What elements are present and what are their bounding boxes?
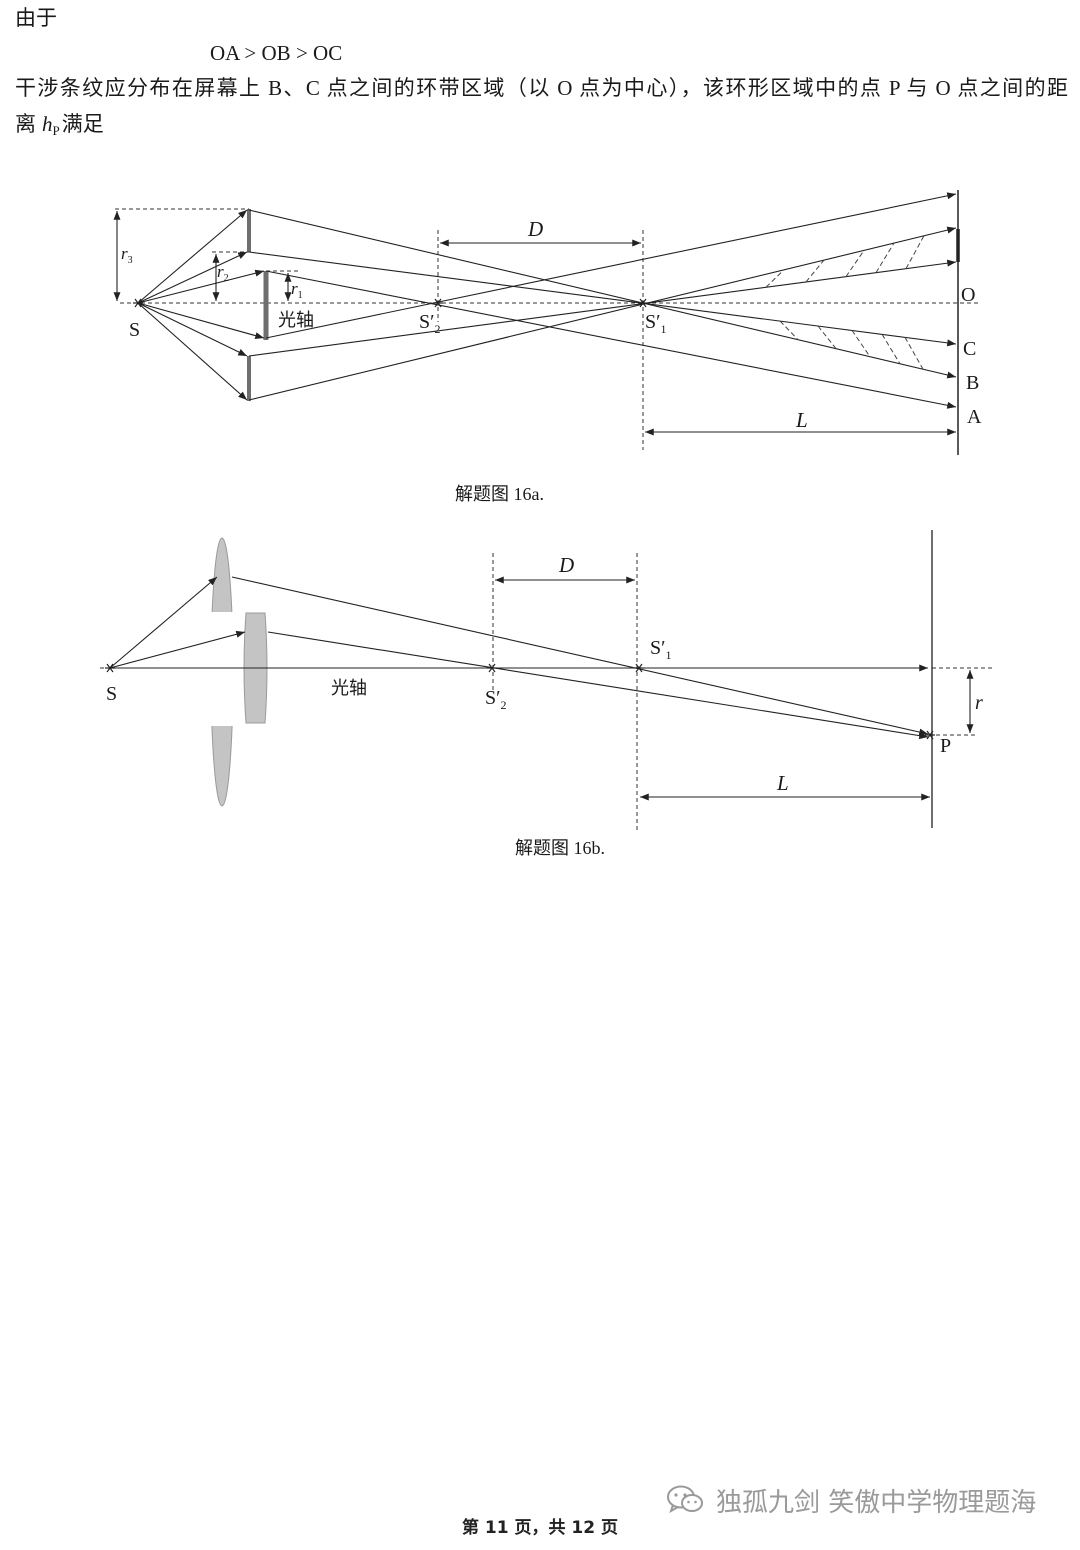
refracted-ray-to-B (248, 209, 957, 379)
image-s1-point-mark (638, 298, 648, 308)
label-image-s1-sub: 1 (666, 648, 672, 662)
label-image-s2: S′2 (485, 687, 507, 712)
refracted-ray (248, 226, 957, 401)
label-image-s1-base: S′ (645, 311, 661, 333)
label-image-s2-sub: 2 (435, 322, 441, 336)
hatch-line (881, 334, 901, 365)
watermark: 独孤九剑 笑傲中学物理题海 (666, 1482, 1036, 1518)
line4-suffix: 满足 (61, 112, 104, 136)
incident-ray (137, 209, 248, 304)
label-point-O: O (961, 284, 975, 306)
incident-ray-outer (109, 576, 218, 669)
figure-16a: S 光轴 r3 r2 r1 D S′2 S′1 L O C B A (113, 190, 982, 455)
image-s2-point-mark (487, 663, 497, 673)
label-optical-axis: 光轴 (278, 310, 314, 330)
watermark-text: 独孤九剑 笑傲中学物理题海 (716, 1487, 1037, 1518)
figure-16a-caption: 解题图 16a. (455, 484, 544, 504)
outer-lens-top (211, 537, 233, 612)
hatch-line (845, 250, 865, 277)
hatch-line (765, 269, 785, 288)
label-point-B: B (966, 372, 979, 394)
incident-ray (137, 302, 248, 357)
label-image-s1-sub: 1 (661, 322, 667, 336)
refracted-ray-outer (231, 576, 929, 736)
label-image-s1: S′1 (645, 311, 667, 336)
source-point-mark (105, 663, 115, 673)
outer-lens-bottom (211, 726, 233, 807)
label-r: r (975, 692, 983, 714)
label-r1: r1 (291, 279, 303, 301)
refracted-ray-inner (267, 631, 929, 740)
point-P-mark (925, 730, 935, 740)
source-point-mark (133, 298, 143, 308)
line4-prefix: 离 (15, 112, 36, 136)
refracted-ray (265, 192, 957, 339)
hatch-line (904, 337, 924, 370)
incident-ray (137, 302, 248, 401)
hatch-line (779, 320, 799, 341)
label-L: L (776, 771, 789, 795)
label-image-s2-sub: 2 (501, 698, 507, 712)
label-r2-sub: 2 (224, 273, 229, 284)
label-point-A: A (967, 406, 982, 428)
hatch-line (817, 325, 837, 349)
incident-ray (137, 251, 248, 304)
label-r2-base: r (217, 262, 224, 281)
label-r1-sub: 1 (298, 290, 303, 301)
incident-ray (137, 302, 265, 340)
label-r3-base: r (121, 244, 128, 263)
hatch-line (875, 242, 895, 273)
label-L: L (795, 408, 808, 432)
hatch-line (851, 330, 871, 357)
label-r1-base: r (291, 279, 298, 298)
refracted-ray-to-A (265, 270, 957, 409)
hatch-line (905, 235, 925, 269)
refracted-ray-to-C (248, 251, 957, 347)
interference-region-top (765, 235, 925, 288)
label-image-s2-base: S′ (419, 311, 435, 333)
image-s1-point-mark (634, 663, 644, 673)
hatch-line (805, 259, 825, 283)
text-line-3: 干涉条纹应分布在屏幕上 B、C 点之间的环带区域（以 O 点为中心），该环形区域… (15, 76, 1068, 100)
figure-16b: S 光轴 D S′1 S′2 L P r (100, 530, 995, 830)
label-D: D (527, 217, 543, 241)
label-D: D (558, 553, 574, 577)
figure-16b-caption: 解题图 16b. (515, 838, 605, 858)
wechat-icon (667, 1485, 703, 1514)
incident-ray (137, 269, 265, 304)
label-r2: r2 (217, 262, 229, 284)
label-image-s1: S′1 (650, 637, 672, 662)
label-source: S (106, 683, 117, 705)
interference-region-bottom (779, 320, 924, 370)
refracted-ray (248, 259, 957, 357)
image-s2-point-mark (433, 298, 443, 308)
incident-ray-inner (109, 630, 246, 669)
label-optical-axis: 光轴 (331, 678, 367, 698)
label-source: S (129, 319, 140, 341)
label-image-s1-base: S′ (650, 637, 666, 659)
label-point-C: C (963, 338, 976, 360)
text-line-1: 由于 (15, 6, 57, 30)
label-image-s2: S′2 (419, 311, 441, 336)
inequality-formula: OA > OB > OC (210, 41, 343, 65)
label-image-s2-base: S′ (485, 687, 501, 709)
page-number: 第 11 页，共 12 页 (462, 1518, 618, 1538)
label-point-P: P (940, 735, 951, 757)
line4-subscript: P (52, 123, 60, 138)
line4-variable: h (42, 112, 53, 136)
label-r3: r3 (121, 244, 133, 266)
label-r3-sub: 3 (128, 255, 133, 266)
